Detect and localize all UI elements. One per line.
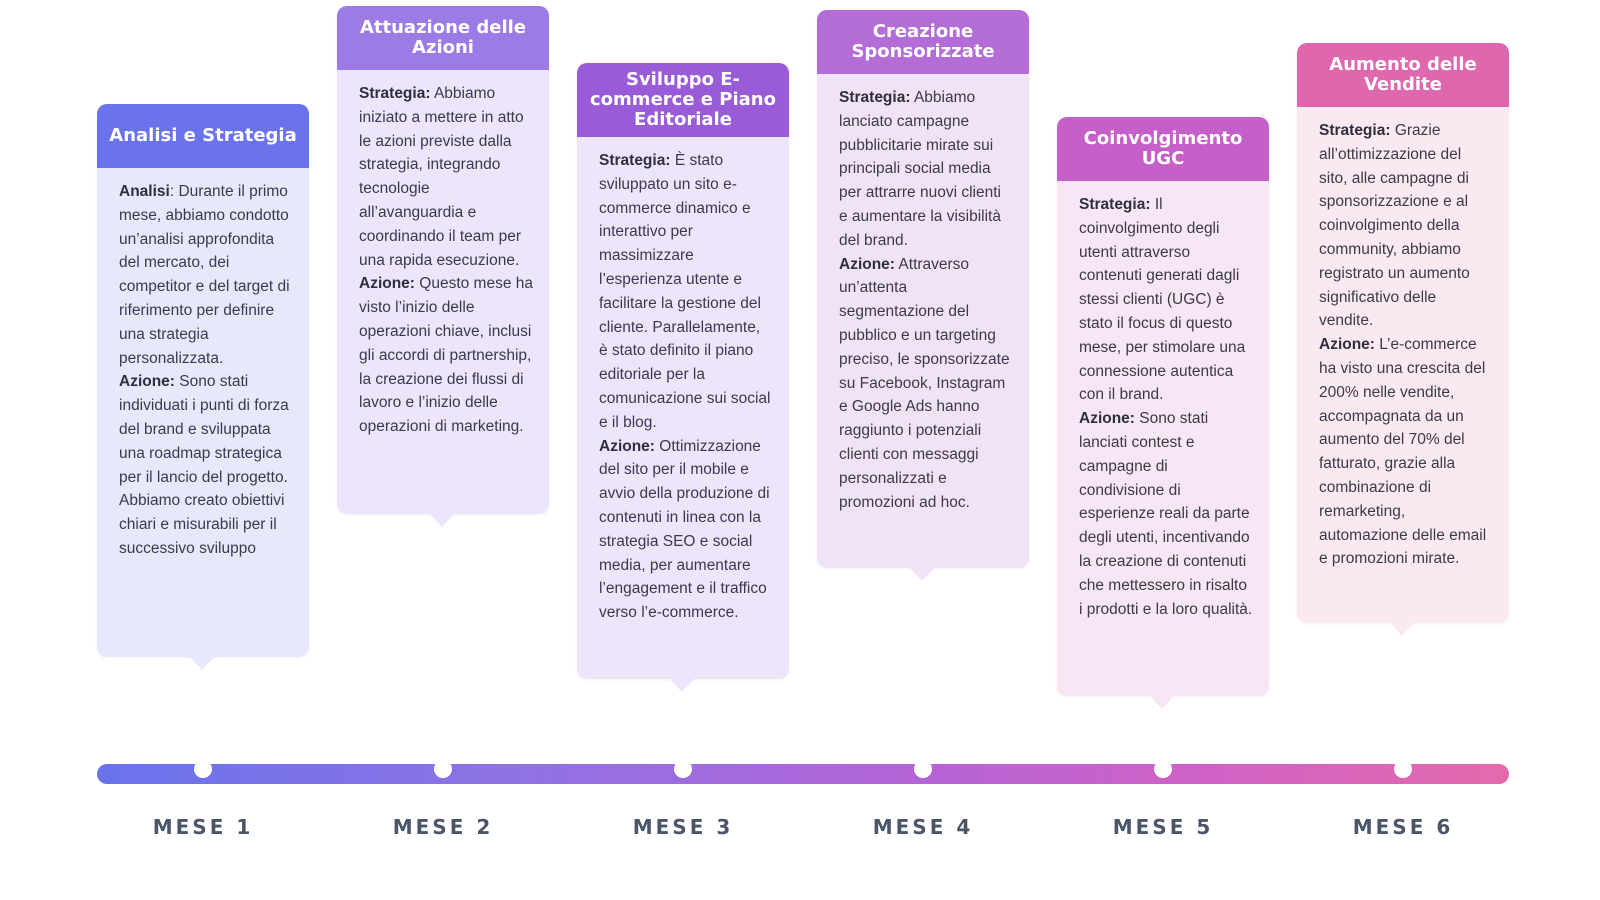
paragraph-text: Sono stati lanciati contest e campagne d…: [1079, 410, 1253, 618]
timeline-dot: [674, 760, 692, 778]
paragraph-label: Strategia:: [839, 89, 911, 106]
paragraph-text: Ottimizzazione del sito per il mobile e …: [599, 437, 770, 622]
card-paragraph: Analisi: Durante il primo mese, abbiamo …: [119, 183, 290, 367]
month-label-1: MESE 1: [152, 815, 254, 839]
card-body: Strategia: È stato sviluppato un sito e-…: [577, 137, 789, 639]
timeline-dot: [434, 760, 452, 778]
card-pointer: [429, 513, 455, 527]
paragraph-label: Azione:: [359, 275, 415, 293]
timeline-dot: [1394, 760, 1412, 778]
card-body: Strategia: Abbiamo lanciato campagne pub…: [817, 74, 1029, 528]
timeline-card-month-5: Coinvolgimento UGC Strategia: Il coinvol…: [1057, 117, 1269, 709]
card-paragraph: Azione: L’e-commerce ha visto una cresci…: [1319, 333, 1493, 571]
card-pointer: [1389, 622, 1415, 636]
card-pointer: [1149, 695, 1175, 709]
paragraph-text: È stato sviluppato un sito e-commerce di…: [599, 152, 771, 431]
paragraph-text: Grazie all’ottimizzazione del sito, alle…: [1319, 122, 1470, 330]
month-label-2: MESE 2: [392, 815, 494, 839]
timeline-card-month-3: Sviluppo E-commerce e Piano Editoriale S…: [577, 63, 789, 692]
paragraph-label: Azione:: [1319, 336, 1375, 354]
paragraph-label: Analisi: [119, 183, 170, 200]
card-body: Strategia: Grazie all’ottimizzazione del…: [1297, 107, 1509, 585]
month-label-4: MESE 4: [872, 815, 974, 839]
paragraph-label: Azione:: [599, 437, 655, 455]
paragraph-text: Il coinvolgimento degli utenti attravers…: [1079, 196, 1246, 404]
paragraph-label: Strategia:: [1079, 196, 1151, 213]
card-title: Coinvolgimento UGC: [1057, 117, 1269, 181]
card-title: Attuazione delle Azioni: [337, 6, 549, 70]
paragraph-text: Abbiamo lanciato campagne pubblicitarie …: [839, 89, 1001, 249]
timeline-card-month-4: Creazione Sponsorizzate Strategia: Abbia…: [817, 10, 1029, 581]
card-paragraph: Azione: Sono stati lanciati contest e ca…: [1079, 407, 1253, 621]
card-title: Sviluppo E-commerce e Piano Editoriale: [577, 63, 789, 137]
card-body: Strategia: Il coinvolgimento degli utent…: [1057, 181, 1269, 635]
card-pointer: [189, 656, 215, 670]
paragraph-text: Abbiamo iniziato a mettere in atto le az…: [359, 85, 524, 269]
card-paragraph: Strategia: Grazie all’ottimizzazione del…: [1319, 119, 1493, 333]
month-label-6: MESE 6: [1352, 815, 1454, 839]
month-label-5: MESE 5: [1112, 815, 1214, 839]
card-paragraph: Azione: Attraverso un’attenta segmentazi…: [839, 253, 1013, 515]
paragraph-text: Questo mese ha visto l’inizio delle oper…: [359, 275, 534, 436]
paragraph-text: Durante il primo mese, abbiamo condotto …: [119, 183, 290, 367]
card-title: Analisi e Strategia: [97, 104, 309, 168]
card-title: Creazione Sponsorizzate: [817, 10, 1029, 74]
card-body: Strategia: Abbiamo iniziato a mettere in…: [337, 70, 549, 453]
paragraph-text: L’e-commerce ha visto una crescita del 2…: [1319, 336, 1487, 568]
paragraph-label: Strategia:: [1319, 122, 1391, 139]
card-paragraph: Strategia: Abbiamo iniziato a mettere in…: [359, 82, 533, 272]
card-paragraph: Azione: Sono stati individuati i punti d…: [119, 370, 293, 560]
timeline-bar: [97, 764, 1509, 784]
paragraph-label: Azione:: [839, 255, 895, 273]
month-label-3: MESE 3: [632, 815, 734, 839]
card-paragraph: Azione: Ottimizzazione del sito per il m…: [599, 435, 773, 625]
card-pointer: [909, 567, 935, 581]
paragraph-label: Azione:: [1079, 410, 1135, 428]
paragraph-label: Azione:: [119, 373, 175, 391]
paragraph-text: Sono stati individuati i punti di forza …: [119, 373, 289, 557]
paragraph-label: Strategia:: [599, 152, 671, 169]
timeline-dot: [914, 760, 932, 778]
card-title: Aumento delle Vendite: [1297, 43, 1509, 107]
paragraph-text: Attraverso un’attenta segmentazione del …: [839, 255, 1010, 511]
timeline-card-month-2: Attuazione delle Azioni Strategia: Abbia…: [337, 6, 549, 527]
card-paragraph: Azione: Questo mese ha visto l’inizio de…: [359, 272, 533, 439]
paragraph-label: Strategia:: [359, 85, 431, 102]
card-pointer: [669, 678, 695, 692]
card-body: Analisi: Durante il primo mese, abbiamo …: [97, 168, 309, 575]
timeline-card-month-6: Aumento delle Vendite Strategia: Grazie …: [1297, 43, 1509, 636]
card-paragraph: Strategia: Il coinvolgimento degli utent…: [1079, 193, 1253, 407]
timeline-card-month-1: Analisi e Strategia Analisi: Durante il …: [97, 104, 309, 670]
card-paragraph: Strategia: Abbiamo lanciato campagne pub…: [839, 86, 1013, 253]
timeline-dot: [1154, 760, 1172, 778]
timeline-dot: [194, 760, 212, 778]
card-paragraph: Strategia: È stato sviluppato un sito e-…: [599, 149, 773, 435]
